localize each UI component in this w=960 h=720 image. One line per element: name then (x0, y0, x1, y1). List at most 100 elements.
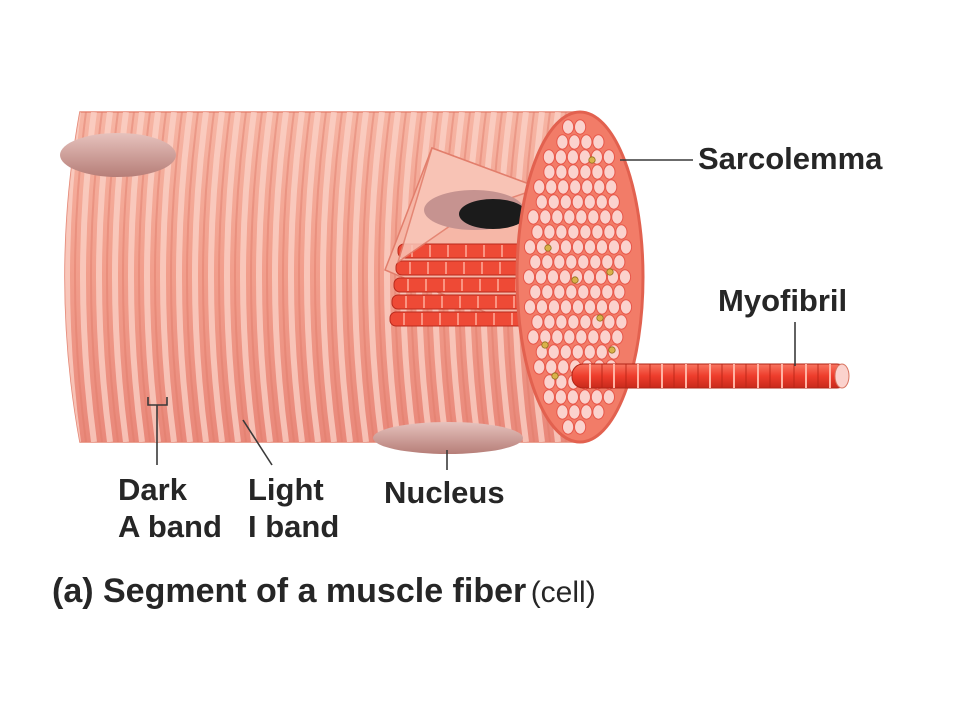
dark-band-stripe (202, 112, 215, 442)
myofibril-cross-section (583, 299, 597, 315)
myofibril-cross-section (563, 209, 576, 225)
dark-band-stripe (362, 112, 375, 442)
myofibril-cross-section (601, 254, 614, 270)
myofibril-cross-section (553, 284, 566, 300)
myofibril-cross-section (580, 404, 593, 420)
myofibril-cross-section (557, 179, 570, 195)
myofibril-cross-section (562, 119, 575, 135)
myofibril-cross-section (607, 194, 620, 210)
myofibril-cross-section (593, 179, 606, 195)
dark-band-stripe (27, 112, 38, 442)
myofibril-cross-section (554, 389, 568, 405)
myofibril-cross-section (579, 164, 592, 180)
myofibril-cross-section (565, 284, 578, 300)
sarcoplasmic-dot (544, 244, 552, 252)
light-band-stripe (51, 112, 62, 442)
dark-band-stripe (314, 112, 327, 442)
myofibril-cross-section (567, 164, 580, 180)
myofibril-cross-section (592, 404, 605, 420)
light-band-stripe (256, 112, 273, 442)
surface-nucleus-left (60, 133, 176, 177)
myofibril-cross-section (592, 134, 605, 150)
myofibril-cross-section (601, 284, 614, 300)
myofibril-cross-section (531, 314, 544, 330)
light-band-stripe (240, 112, 257, 442)
myofibril-cross-section (565, 254, 578, 270)
myofibril-cross-sections (522, 119, 633, 435)
myofibril-cross-section (559, 194, 572, 210)
myofibril-cross-section (543, 374, 556, 390)
light-band-stripe (320, 112, 337, 442)
myofibril-cross-section (578, 149, 592, 165)
myofibril-cross-section (542, 149, 556, 165)
myofibril-cross-section (578, 389, 592, 405)
nucleus-label: Nucleus (384, 475, 505, 510)
light-band-stripe (384, 112, 401, 442)
light-band-stripe (35, 112, 46, 442)
myofibril-cross-section (587, 329, 600, 345)
myofibril-cross-section (571, 344, 584, 360)
dark-band-stripe (250, 112, 263, 442)
light-band-stripe (304, 112, 321, 442)
myofibril-cross-section (603, 224, 616, 240)
sarcoplasmic-dot (596, 314, 604, 322)
caption-main: (a) Segment of a muscle fiber (52, 572, 527, 610)
myofibril-cross-section (556, 134, 569, 150)
myofibril-cross-section (534, 269, 548, 285)
myofibril-cross-section (599, 329, 612, 345)
myofibril-cross-section (566, 149, 580, 165)
myofibril-cross-section (546, 269, 560, 285)
myofibril-cross-section (553, 254, 566, 270)
myofibril-cross-section (531, 224, 544, 240)
myofibril-cross-section (559, 299, 573, 315)
myofibril-cross-section (583, 194, 596, 210)
myofibril-cross-section (602, 389, 616, 405)
dark-band-stripe (394, 112, 407, 442)
myofibril-cross-section (595, 194, 608, 210)
myofibril-cross-section (603, 164, 616, 180)
light-label: Light (248, 472, 324, 507)
light-band-stripe (336, 112, 353, 442)
dark-band-stripe (282, 112, 295, 442)
light-band-stripe (192, 112, 209, 442)
myofibril-cross-section (523, 239, 537, 255)
myofibril-cross-section (591, 224, 604, 240)
myofibril-cross-section (539, 209, 552, 225)
myofibril-cross-section (527, 209, 540, 225)
myofibril-cross-section (607, 299, 621, 315)
myofibril-cross-section (543, 164, 556, 180)
fiber-end-face (515, 110, 645, 444)
myofibril-cross-section (574, 419, 587, 435)
myofibril-cross-section (575, 329, 588, 345)
myofibril-cross-section (567, 314, 580, 330)
dark-band-stripe (218, 112, 231, 442)
myofibril-cross-section (533, 179, 546, 195)
myofibril-cross-section (529, 284, 542, 300)
light-band-stripe (272, 112, 289, 442)
myofibril-cross-section (559, 344, 572, 360)
sarcoplasmic-dot (606, 268, 614, 276)
protruding-myofibril (571, 363, 850, 389)
light-i-band-leader (242, 419, 273, 466)
sarcolemma-label: Sarcolemma (698, 141, 883, 176)
surface-nucleus-bottom (373, 422, 523, 454)
myofibril-cross-section (615, 314, 628, 330)
myofibril-cross-section (563, 329, 576, 345)
myofibril-cross-section (583, 344, 596, 360)
figure-caption: (a) Segment of a muscle fiber (cell) (52, 572, 596, 611)
myofibril-cross-section (577, 254, 590, 270)
myofibril-cross-section (603, 314, 616, 330)
myofibril-cross-section (607, 239, 621, 255)
myofibril-cross-section (529, 254, 542, 270)
myofibril-cross-section (583, 239, 597, 255)
light-band-stripe (19, 112, 30, 442)
flap-myofibril (389, 311, 531, 327)
light-band-stripe (368, 112, 385, 442)
dark-band-stripe (234, 112, 247, 442)
sarcoplasmic-dots (541, 156, 616, 380)
myofibril-cross-section (581, 179, 594, 195)
myofibril-cross-section (594, 269, 608, 285)
myofibril-cross-section (569, 179, 582, 195)
myofibril-cross-section (541, 284, 554, 300)
